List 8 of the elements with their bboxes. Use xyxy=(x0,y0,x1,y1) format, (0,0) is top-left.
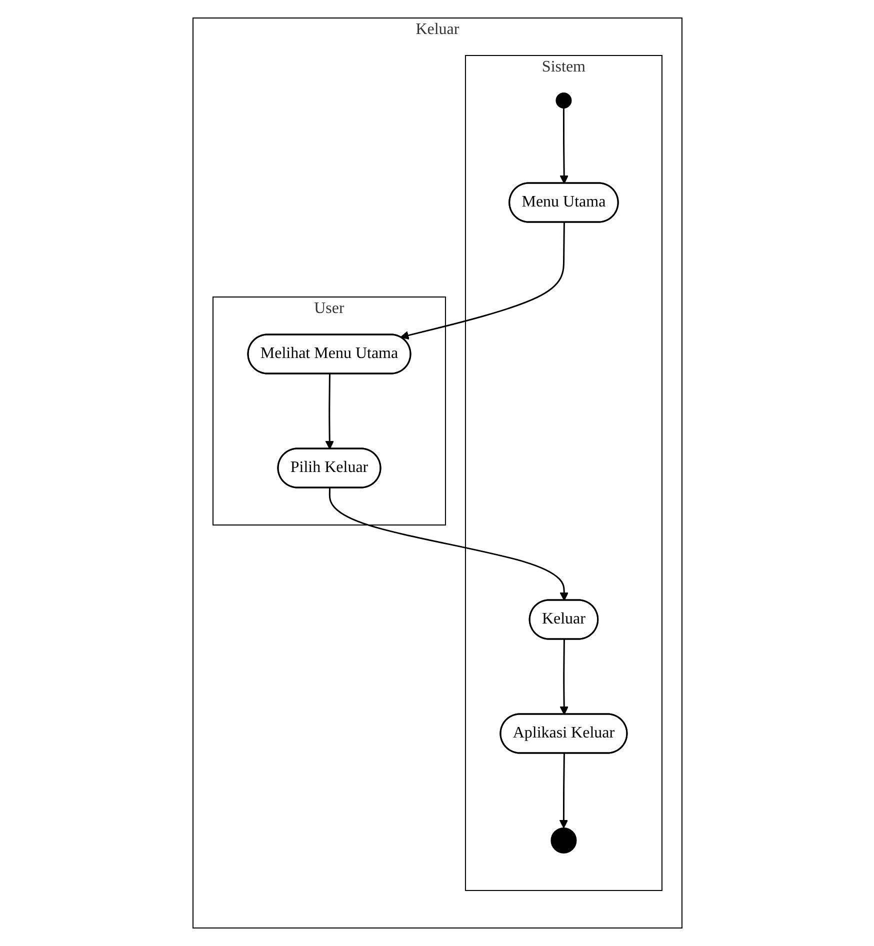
arrow xyxy=(558,753,568,828)
arrow xyxy=(400,222,564,340)
arrow xyxy=(559,108,568,184)
node-circle xyxy=(550,827,576,854)
arrow xyxy=(559,639,568,715)
arrow xyxy=(328,488,568,601)
arrow xyxy=(324,374,334,450)
node-circle xyxy=(555,92,572,108)
